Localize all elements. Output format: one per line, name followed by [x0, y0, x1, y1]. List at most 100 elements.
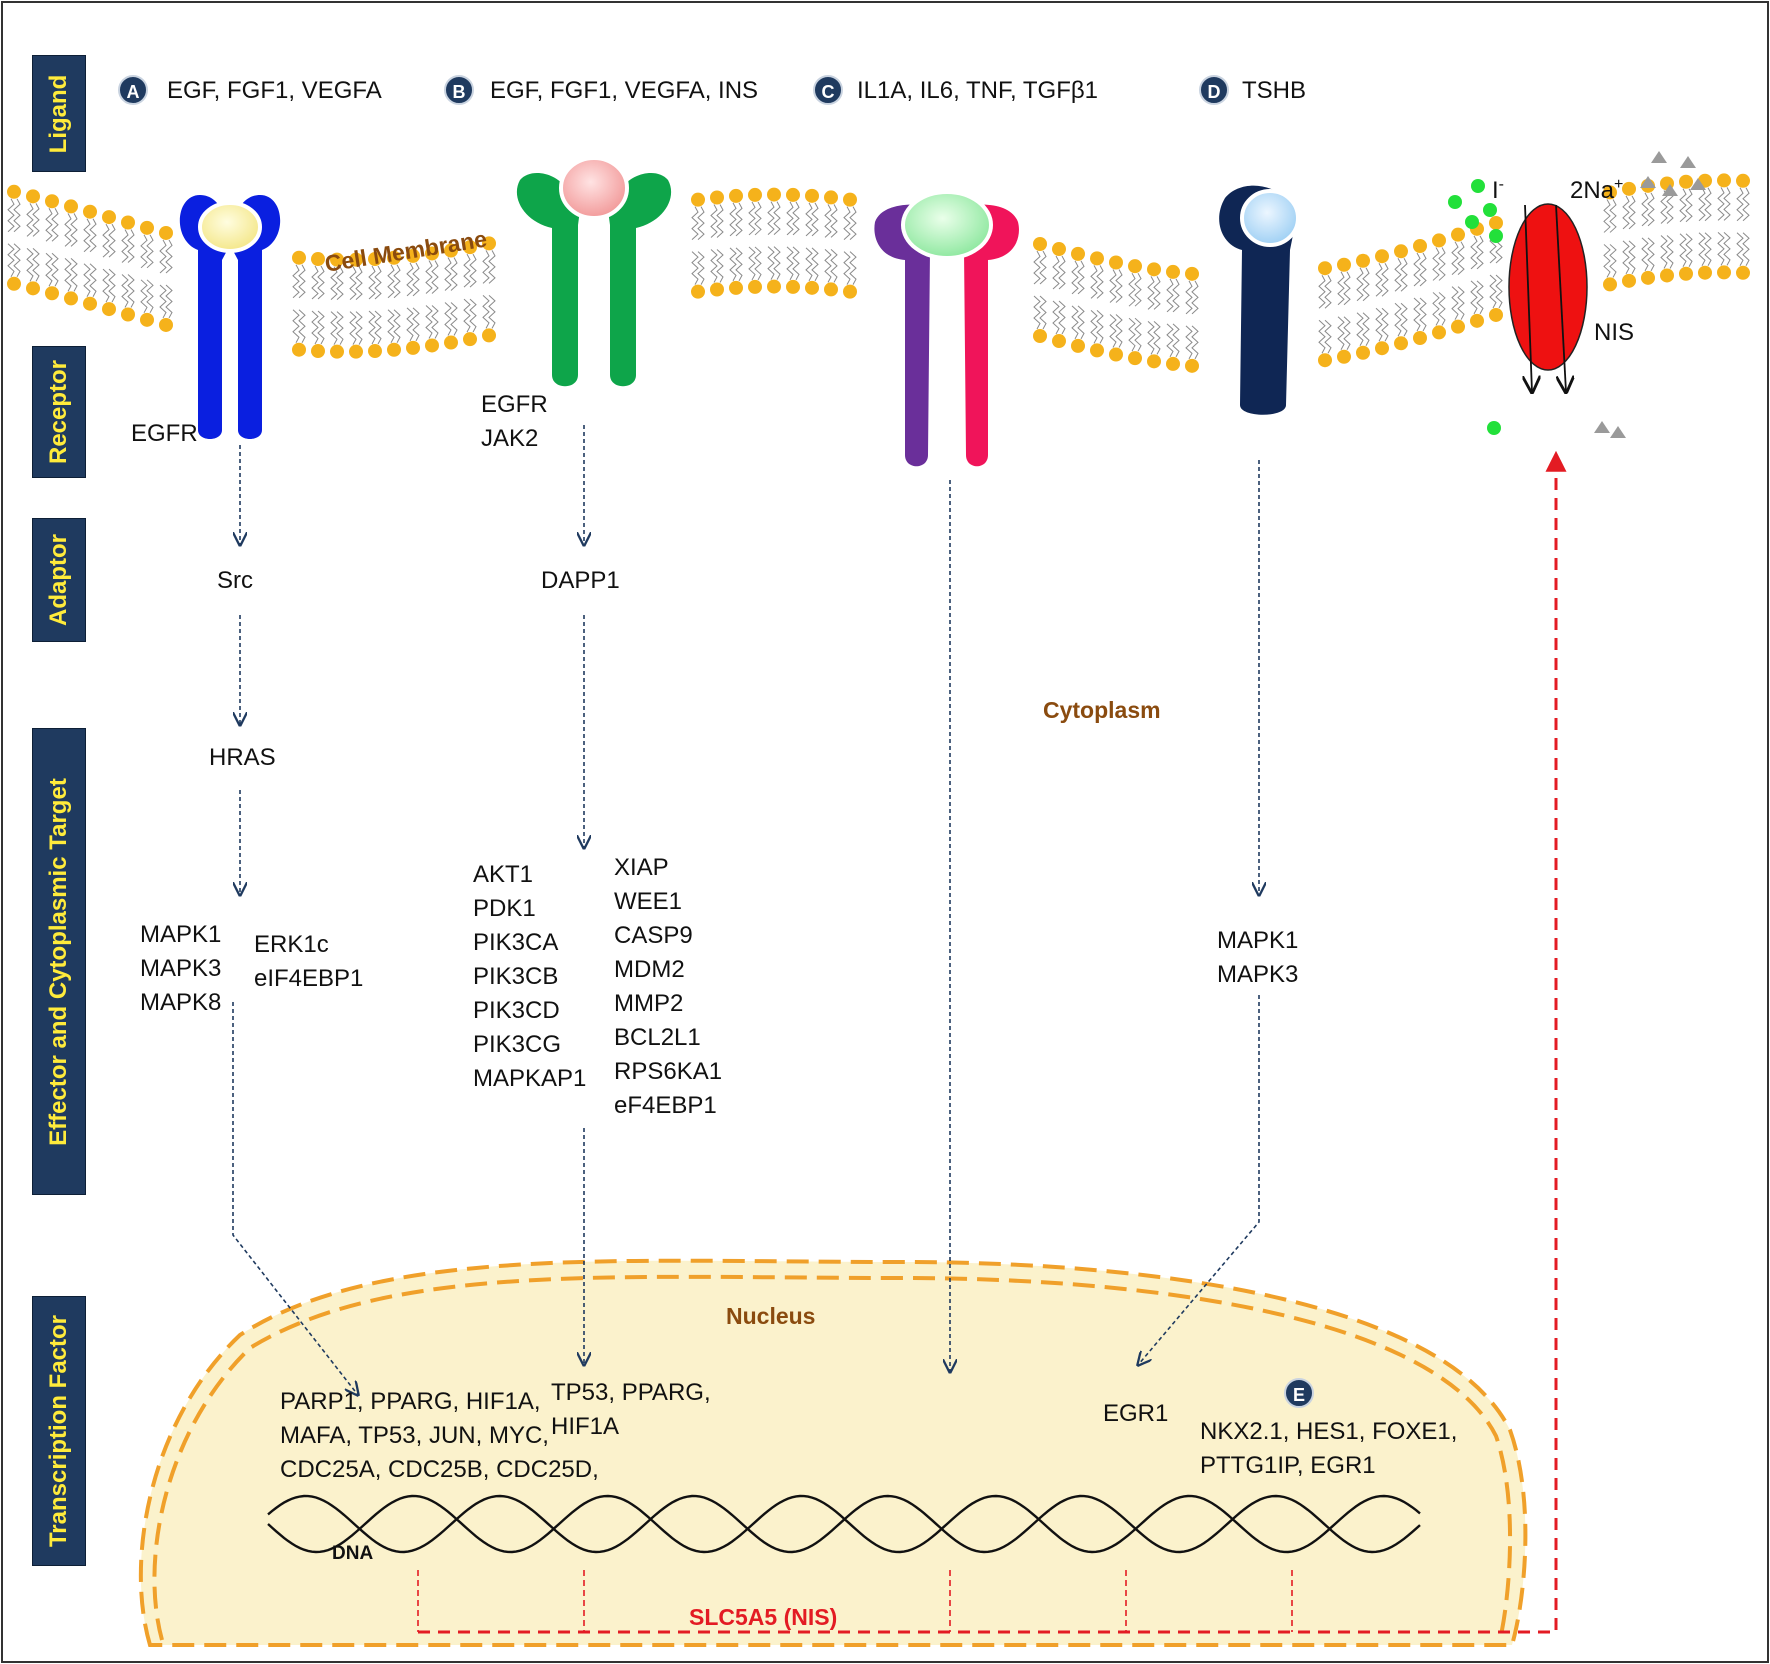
side-label-transcription-text: Transcription Factor [45, 1314, 72, 1548]
ligand-b-list: EGF, FGF1, VEGFA, INS [490, 77, 759, 104]
gene-item: PIK3CD [473, 997, 560, 1024]
lipid-tail [32, 203, 40, 237]
lipid-tail [1077, 260, 1085, 295]
lipid-tail [1432, 247, 1440, 281]
lipid-tail [735, 247, 743, 282]
lipid-tail [70, 258, 78, 292]
lipid-tail [393, 309, 401, 343]
lipid-head [1375, 341, 1389, 356]
side-label-effector-text: Effector and Cytoplasmic Target [45, 777, 72, 1146]
lipid-tail [1166, 323, 1174, 358]
lipid-tail [1622, 240, 1630, 275]
lipid-tail [1356, 267, 1364, 302]
lipid-head [1489, 307, 1503, 322]
lipid-head [140, 312, 154, 327]
gene-item: MAPK3 [140, 955, 222, 982]
side-label-effector: Effector and Cytoplasmic Target [32, 728, 86, 1195]
lipid-tail [317, 265, 325, 300]
lipid-tail [1394, 258, 1402, 292]
lipid-tail [349, 266, 357, 301]
pathway-b-adaptor: DAPP1 [541, 567, 620, 594]
lipid-tail [1419, 252, 1427, 287]
lipid-tail [89, 218, 97, 253]
lipid-tail [13, 198, 21, 233]
lipid-head [1603, 277, 1617, 292]
lipid-tail [1394, 302, 1402, 337]
lipid-tail [482, 250, 490, 284]
lipid-tail [1356, 312, 1364, 346]
lipid-tail [830, 204, 838, 238]
lipid-tail [754, 201, 762, 236]
side-label-receptor: Receptor [32, 346, 86, 478]
lipid-head [349, 344, 363, 359]
lipid-tail [121, 229, 129, 263]
lipid-head [843, 192, 857, 207]
lipid-tail [1628, 195, 1636, 230]
lipid-tail [1736, 232, 1744, 267]
lipid-tail [1622, 195, 1630, 230]
lipid-head [729, 280, 743, 295]
lipid-head [1337, 349, 1351, 364]
lipid-tail [336, 311, 344, 345]
lipid-head [1394, 336, 1408, 351]
lipid-tail [488, 295, 496, 329]
lipid-tail [1191, 280, 1199, 315]
cytoplasm-label: Cytoplasm [1043, 697, 1161, 723]
lipid-tail [431, 260, 439, 294]
lipid-tail [1413, 297, 1421, 332]
gene-item: MAPK8 [140, 989, 222, 1016]
lipid-tail [140, 279, 148, 314]
gene-item: MAPK1 [140, 921, 222, 948]
lipid-head [824, 190, 838, 205]
lipid-tail [1153, 320, 1161, 355]
lipid-head [1641, 270, 1655, 285]
lipid-tail [51, 252, 59, 287]
lipid-head [444, 335, 458, 350]
gene-item: XIAP [614, 854, 669, 881]
dna-label: DNA [332, 1543, 374, 1564]
lipid-tail [691, 251, 699, 285]
lipid-tail [1679, 188, 1687, 223]
lipid-head [368, 252, 382, 267]
lipid-tail [51, 208, 59, 242]
lipid-head [786, 279, 800, 294]
lipid-tail [64, 258, 72, 292]
lipid-tail [691, 206, 699, 241]
lipid-head [1679, 266, 1693, 281]
lipid-tail [463, 298, 471, 333]
lipid-tail [146, 234, 154, 269]
lipid-tail [1134, 272, 1142, 307]
lipid-tail [330, 311, 338, 345]
lipid-tail [146, 279, 154, 314]
lipid-tail [1400, 258, 1408, 292]
cell-membrane [7, 173, 1750, 373]
lipid-tail [1438, 292, 1446, 326]
iodide-symbol: I [1492, 177, 1499, 204]
lipid-head [64, 291, 78, 306]
lipid-tail [1647, 237, 1655, 272]
lipid-head [1356, 345, 1370, 360]
lipid-tail [311, 265, 319, 300]
lipid-tail [735, 202, 743, 237]
lipid-tail [1134, 317, 1142, 352]
lipid-tail [1039, 295, 1047, 330]
lipid-head [292, 342, 306, 357]
sodium-label: 2Na+ [1570, 168, 1623, 208]
side-label-receptor-text: Receptor [45, 359, 72, 465]
lipid-head [1698, 265, 1712, 280]
lipid-tail [1717, 232, 1725, 266]
badge-d: D [1199, 75, 1229, 105]
lipid-tail [1685, 188, 1693, 223]
lipid-tail [1400, 302, 1408, 337]
lipid-tail [1679, 233, 1687, 267]
lipid-tail [767, 246, 775, 280]
lipid-tail [1647, 192, 1655, 227]
gene-item: HIF1A [551, 1413, 620, 1440]
lipid-head [786, 187, 800, 202]
lipid-tail [482, 295, 490, 329]
lipid-tail [729, 202, 737, 237]
lipid-tail [1115, 269, 1123, 303]
gene-item: CDC25A, CDC25B, CDC25D, [280, 1456, 599, 1483]
lipid-tail [1717, 187, 1725, 221]
gene-item: PIK3CA [473, 929, 559, 956]
